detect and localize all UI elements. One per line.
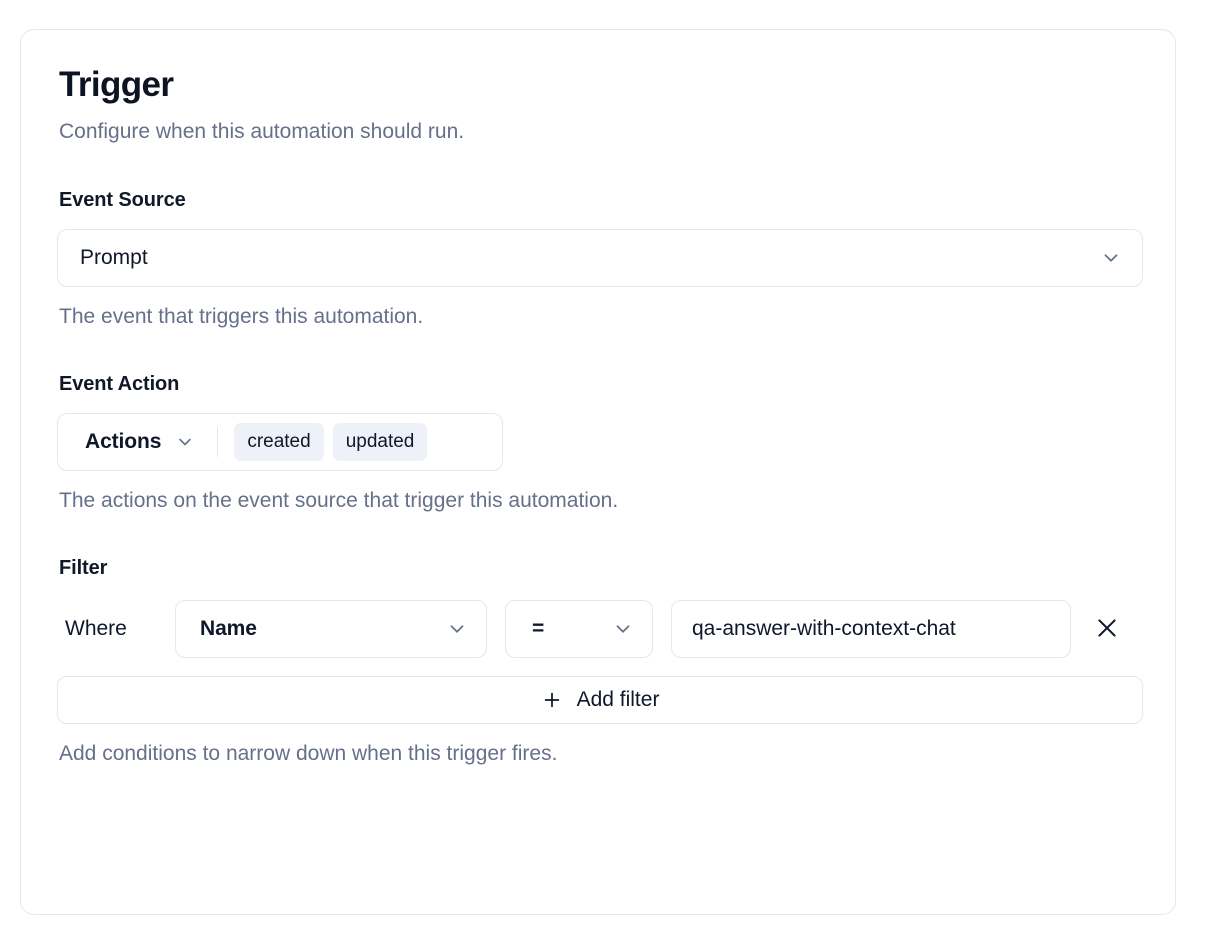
where-label: Where — [65, 617, 127, 641]
chevron-down-icon — [446, 618, 468, 640]
trigger-card: Trigger Configure when this automation s… — [20, 29, 1176, 915]
filter-field-select[interactable]: Name — [175, 600, 487, 659]
event-action-help: The actions on the event source that tri… — [59, 488, 619, 512]
page-subtitle: Configure when this automation should ru… — [59, 119, 465, 143]
add-filter-button[interactable]: Add filter — [57, 676, 1143, 725]
filter-operator-select[interactable]: = — [505, 600, 653, 659]
event-action-control: Actions created updated — [57, 412, 503, 471]
add-filter-label: Add filter — [576, 688, 660, 712]
event-source-field: Event Source Prompt The event that trigg… — [57, 188, 1143, 329]
event-source-help: The event that triggers this automation. — [59, 304, 424, 328]
chevron-down-icon[interactable] — [175, 432, 197, 454]
chevron-down-icon — [1100, 247, 1122, 269]
event-source-value: Prompt — [80, 245, 148, 269]
filter-operator-value: = — [532, 617, 545, 641]
event-source-label: Event Source — [59, 188, 186, 211]
event-action-label: Event Action — [59, 372, 180, 395]
event-action-selector-label[interactable]: Actions — [85, 429, 162, 453]
event-action-field: Event Action Actions created updated The… — [57, 373, 1139, 513]
filter-help: Add conditions to narrow down when this … — [59, 742, 558, 766]
event-action-badge-created[interactable]: created — [234, 422, 324, 461]
filter-row: Where Name = qa-answer-with-context-chat — [57, 600, 1139, 659]
filter-value-input[interactable]: qa-answer-with-context-chat — [671, 600, 1071, 659]
filter-field-value: Name — [200, 617, 257, 641]
filter-value-text: qa-answer-with-context-chat — [692, 617, 956, 641]
chevron-down-icon — [612, 618, 634, 640]
event-source-select[interactable]: Prompt — [57, 228, 1143, 287]
plus-icon — [541, 689, 563, 711]
page-title: Trigger — [59, 65, 174, 104]
divider — [217, 426, 219, 457]
remove-filter-button[interactable] — [1087, 609, 1127, 649]
filter-field: Filter Where Name = qa-answer-with-c — [57, 557, 1143, 766]
event-action-badge-updated[interactable]: updated — [332, 422, 428, 461]
filter-label: Filter — [59, 557, 108, 580]
close-icon — [1094, 615, 1120, 644]
